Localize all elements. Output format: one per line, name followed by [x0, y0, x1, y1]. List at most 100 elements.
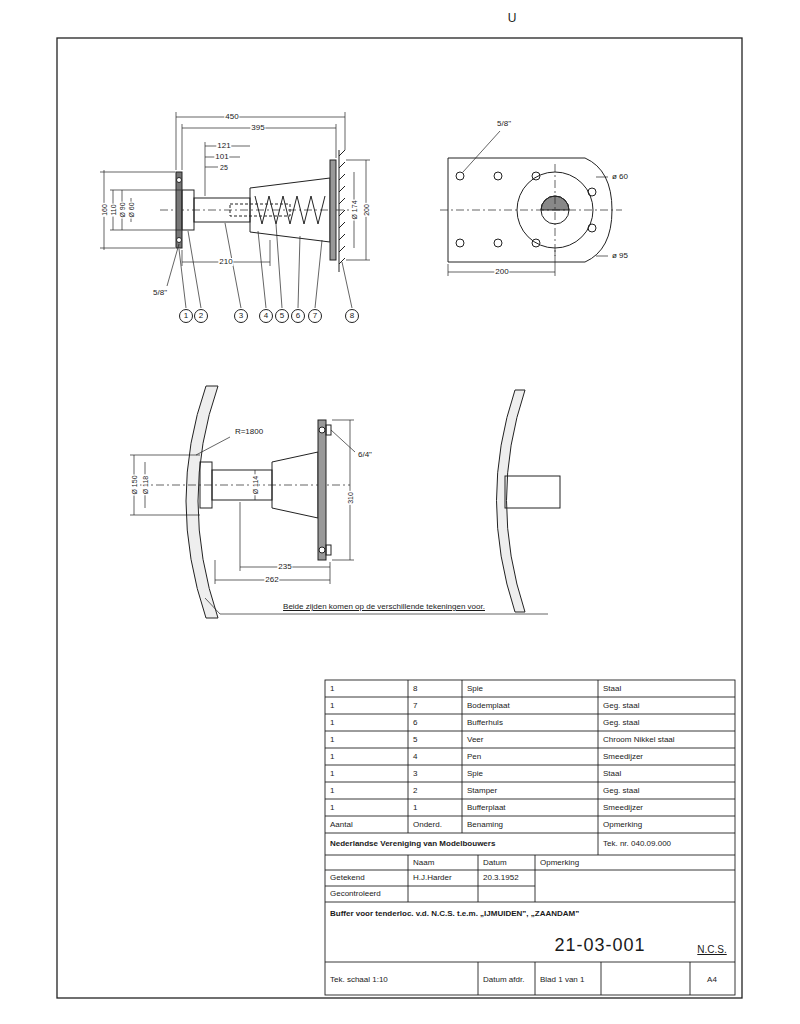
callout-number: 8 [350, 312, 354, 320]
title-block-grid [325, 680, 735, 995]
section-view [330, 562, 331, 584]
organisation-name: Nederlandse Vereniging van Modelbouwers [329, 840, 496, 848]
title-block-grid [408, 855, 409, 902]
section-view [212, 470, 272, 500]
parts-table-cell: 1 [329, 753, 335, 761]
dimension-lines [182, 250, 183, 266]
section-view [319, 547, 325, 553]
title-block-grid [408, 680, 409, 833]
title-block-cell: Opmerking [539, 859, 580, 867]
dimension-label: Ø 174 [351, 199, 358, 220]
front-view [596, 177, 608, 178]
title-block-grid [478, 855, 479, 902]
dimension-lines [100, 248, 175, 249]
title-block-grid [325, 714, 735, 715]
parts-table-cell: 1 [412, 804, 418, 812]
callout-circle: 5 [275, 309, 289, 323]
parts-table-header: Aantal [329, 821, 354, 829]
title-block-cell: Gecontroleerd [329, 890, 382, 898]
callout-circle: 3 [234, 309, 248, 323]
dimension-lines [100, 172, 175, 173]
title-block-cell: Tek. schaal 1:10 [329, 976, 389, 984]
side-view [250, 178, 330, 242]
leader-lines [188, 231, 201, 308]
dimension-lines [205, 167, 218, 168]
section-view [332, 560, 354, 561]
sheet-border [57, 38, 742, 998]
leader-lines [315, 240, 322, 308]
drawing-description: Buffer voor tenderloc. v.d. N.C.S. t.e.m… [329, 910, 580, 918]
side-view [194, 198, 250, 222]
title-block-grid [325, 697, 735, 698]
front-view [456, 172, 464, 180]
parts-table-header: Benaming [466, 821, 504, 829]
buffer-outline-view [497, 390, 561, 612]
dimension-label: R=1800 [234, 428, 264, 436]
title-block-grid [325, 902, 735, 903]
side-view [255, 196, 325, 224]
dimension-label: Ø 60 [128, 201, 135, 218]
title-block-cell: Datum [482, 859, 508, 867]
callout-number: 4 [264, 312, 268, 320]
leader-lines [258, 231, 266, 308]
section-view [130, 420, 548, 614]
section-view [318, 420, 326, 560]
dimension-label: 395 [250, 124, 265, 132]
front-view [596, 256, 608, 257]
leader-lines [179, 249, 186, 308]
dimension-label: 235 [277, 563, 292, 571]
dimension-label: Ø 114 [252, 475, 259, 496]
side-view [177, 238, 182, 243]
title-block-grid [325, 748, 735, 749]
side-view [182, 190, 194, 230]
parts-table-cell: 1 [329, 685, 335, 693]
dimension-label: 310 [347, 491, 354, 505]
callout-circle: 6 [291, 309, 305, 323]
section-view [326, 425, 331, 435]
dimension-label: ø 60 [611, 173, 629, 181]
section-view [326, 545, 331, 555]
title-block-grid [325, 816, 735, 817]
title-block-grid [325, 886, 535, 887]
dimension-lines [110, 230, 181, 231]
dimension-lines [100, 112, 370, 286]
title-block-grid [325, 855, 735, 856]
title-block-grid [478, 962, 479, 995]
side-view [176, 172, 182, 248]
side-view [160, 150, 352, 272]
parts-table-cell: Stamper [466, 787, 498, 795]
dimension-label: 262 [264, 576, 279, 584]
dimension-lines [167, 244, 179, 286]
front-view [494, 239, 502, 247]
parts-table-cell: Pen [466, 753, 482, 761]
dimension-label: 5/8" [152, 289, 168, 297]
dimension-lines [346, 160, 370, 161]
dimension-label: 200 [363, 203, 370, 217]
parts-table-cell: 1 [329, 702, 335, 710]
leader-lines [342, 262, 352, 308]
title-block-cell: 20.3.1952 [482, 874, 520, 882]
parts-table-cell: 8 [412, 685, 418, 693]
side-view [339, 150, 345, 264]
callout-circle: 8 [345, 309, 359, 323]
dimension-lines [205, 142, 206, 196]
front-view [448, 264, 449, 276]
section-view [130, 515, 200, 516]
parts-table-header: Onderd. [412, 821, 443, 829]
dimension-label: ø 95 [611, 252, 629, 260]
parts-table-cell: 1 [329, 719, 335, 727]
title-block-grid [325, 680, 735, 995]
front-view [448, 131, 608, 276]
dimension-label: 5/8" [496, 120, 512, 128]
dimension-lines [176, 112, 177, 170]
section-view [350, 420, 351, 560]
dimension-label: Ø 90 [119, 201, 126, 218]
title-block-grid [325, 962, 735, 963]
dimension-lines [346, 260, 370, 261]
parts-table-cell: Bufferhuls [466, 719, 504, 727]
title-block-cell: H.J.Harder [412, 874, 453, 882]
section-view [215, 560, 216, 584]
parts-table-cell: 1 [329, 736, 335, 744]
sheet-border [57, 38, 742, 998]
parts-table-cell: Spie [466, 685, 484, 693]
